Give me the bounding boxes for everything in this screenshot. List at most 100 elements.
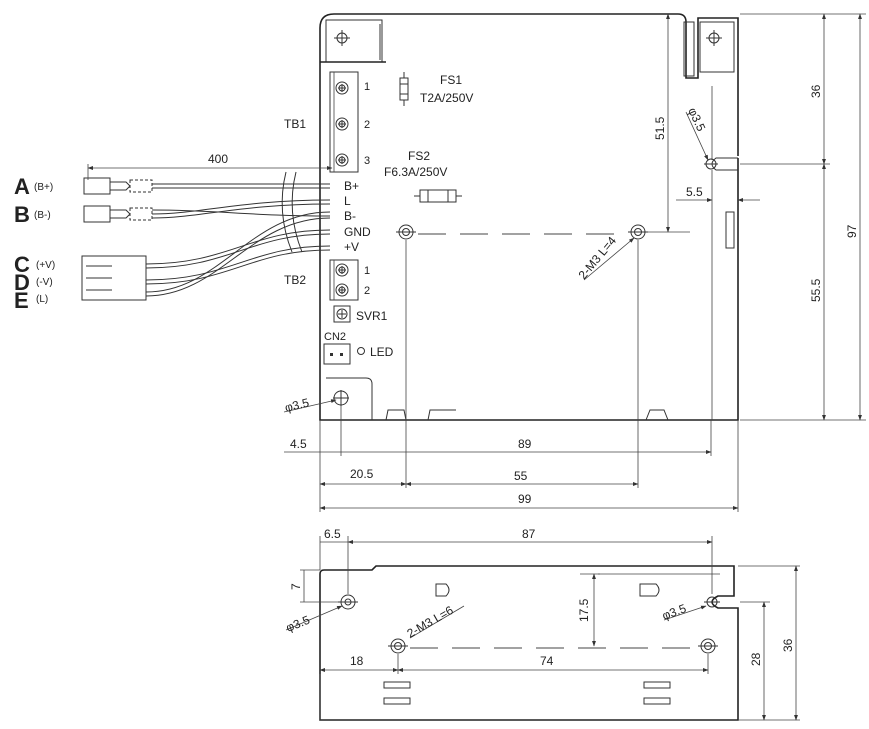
wire-label-l: L — [344, 194, 351, 208]
mount-hole-right — [628, 224, 648, 240]
top-right-tab — [699, 21, 735, 73]
dim-87: 87 — [522, 527, 536, 541]
side-vent — [643, 697, 671, 705]
dim-6-5: 6.5 — [324, 527, 341, 541]
dim-99: 99 — [518, 492, 532, 506]
top-right-slot — [683, 21, 695, 77]
dim-7: 7 — [289, 583, 303, 590]
wire-break-mark — [281, 171, 293, 253]
wire-break-mark — [291, 171, 303, 253]
screw-icon — [335, 117, 349, 131]
mount-hole-bottom — [333, 390, 349, 406]
side-vent — [383, 697, 411, 705]
fs2-rating: F6.3A/250V — [384, 165, 447, 179]
connector-letter-e: E — [14, 288, 29, 313]
dim-55-5: 55.5 — [809, 278, 823, 302]
connector-signal-e: (L) — [36, 294, 48, 305]
right-hole — [704, 158, 718, 170]
side-hole-left — [338, 594, 358, 610]
crosshair-icon — [706, 30, 722, 46]
side-screw-label: 2-M3 L=6 — [405, 603, 456, 641]
leader-hole-bottom — [283, 399, 337, 413]
bottom-left-inner — [326, 377, 373, 420]
connector-letter-b: B — [14, 202, 30, 227]
dim-5-5: 5.5 — [686, 185, 703, 199]
wire-label-gnd: GND — [344, 225, 371, 239]
connector-signal-d: (-V) — [36, 277, 53, 288]
tb1-block — [329, 71, 359, 173]
connector-letter-d: D — [14, 270, 30, 295]
tb2-label: TB2 — [284, 273, 306, 287]
fuse-icon — [399, 72, 409, 106]
side-hole-right-label: φ3.5 — [660, 601, 688, 623]
screw-label: 2-M3 L=4 — [576, 234, 620, 282]
tb2-pin-2: 2 — [364, 285, 370, 297]
dim-89: 89 — [518, 437, 532, 451]
screw-icon — [335, 263, 349, 277]
connector-letter-c: C — [14, 252, 30, 277]
fs1-name: FS1 — [440, 73, 462, 87]
dim-20-5: 20.5 — [350, 467, 374, 481]
led-icon — [357, 347, 365, 355]
dim-36: 36 — [809, 84, 823, 98]
leader-side-hole-right — [663, 605, 707, 621]
bottom-slot-2 — [427, 409, 456, 421]
tb2-block — [329, 259, 359, 301]
led-label: LED — [370, 345, 394, 359]
hole-top-label: φ3.5 — [685, 105, 708, 133]
leader-hole-top — [685, 111, 709, 161]
hole-bottom-label: φ3.5 — [283, 395, 310, 415]
dim-17-5: 17.5 — [577, 598, 591, 622]
wire-harness — [145, 183, 331, 297]
fs1-rating: T2A/250V — [420, 91, 473, 105]
tb1-label: TB1 — [284, 117, 306, 131]
side-vent — [383, 681, 411, 689]
leader-screw — [583, 237, 635, 281]
side-hole-left-label: φ3.5 — [284, 613, 312, 635]
side-vent — [643, 681, 671, 689]
mount-hole-left — [396, 224, 416, 240]
wire-label-bplus: B+ — [344, 179, 359, 193]
connector-signal-c: (+V) — [36, 260, 55, 271]
dim-51-5: 51.5 — [653, 116, 667, 140]
wire-label-plusv: +V — [344, 240, 359, 254]
connector-signal-b: (B-) — [34, 210, 51, 221]
tb1-pin-3: 3 — [364, 155, 370, 167]
right-side-slot — [725, 211, 735, 249]
bottom-slot-1 — [385, 409, 407, 421]
side-view-outline — [319, 565, 739, 721]
cn2-pin — [330, 353, 333, 356]
tb1-pin-1: 1 — [364, 81, 370, 93]
top-view: TB1 1 2 3 TB2 1 2 SVR1 CN2 LED — [14, 13, 866, 512]
connector-signal-a: (B+) — [34, 182, 53, 193]
top-view-outline — [319, 13, 739, 421]
cn2-pin — [340, 353, 343, 356]
wire-label-bminus: B- — [344, 209, 356, 223]
connector-b — [83, 205, 153, 223]
leader-side-screw — [409, 605, 465, 639]
leader-side-hole-left — [285, 605, 343, 631]
dim-97: 97 — [845, 224, 859, 238]
connector-letter-a: A — [14, 174, 30, 199]
screw-icon — [335, 153, 349, 167]
side-slot-2 — [639, 583, 660, 597]
side-screw-left — [388, 638, 408, 654]
dim-55: 55 — [514, 469, 528, 483]
dim-36-side: 36 — [781, 638, 795, 652]
dim-74: 74 — [540, 654, 554, 668]
connector-cde — [81, 255, 147, 301]
tb1-pin-2: 2 — [364, 119, 370, 131]
tb2-pin-1: 1 — [364, 265, 370, 277]
side-hole-right — [704, 596, 720, 608]
top-left-tab — [325, 19, 383, 63]
fs2-name: FS2 — [408, 149, 430, 163]
dim-18: 18 — [350, 654, 364, 668]
side-view: 6.5 87 7 φ3.5 2-M3 L=6 17.5 φ3.5 18 74 2… — [284, 527, 800, 721]
connector-a — [83, 177, 153, 195]
potentiometer-icon — [333, 305, 351, 323]
cn2-label: CN2 — [324, 331, 346, 343]
cn2-connector — [323, 343, 351, 365]
screw-icon — [335, 283, 349, 297]
crosshair-icon — [334, 30, 350, 46]
